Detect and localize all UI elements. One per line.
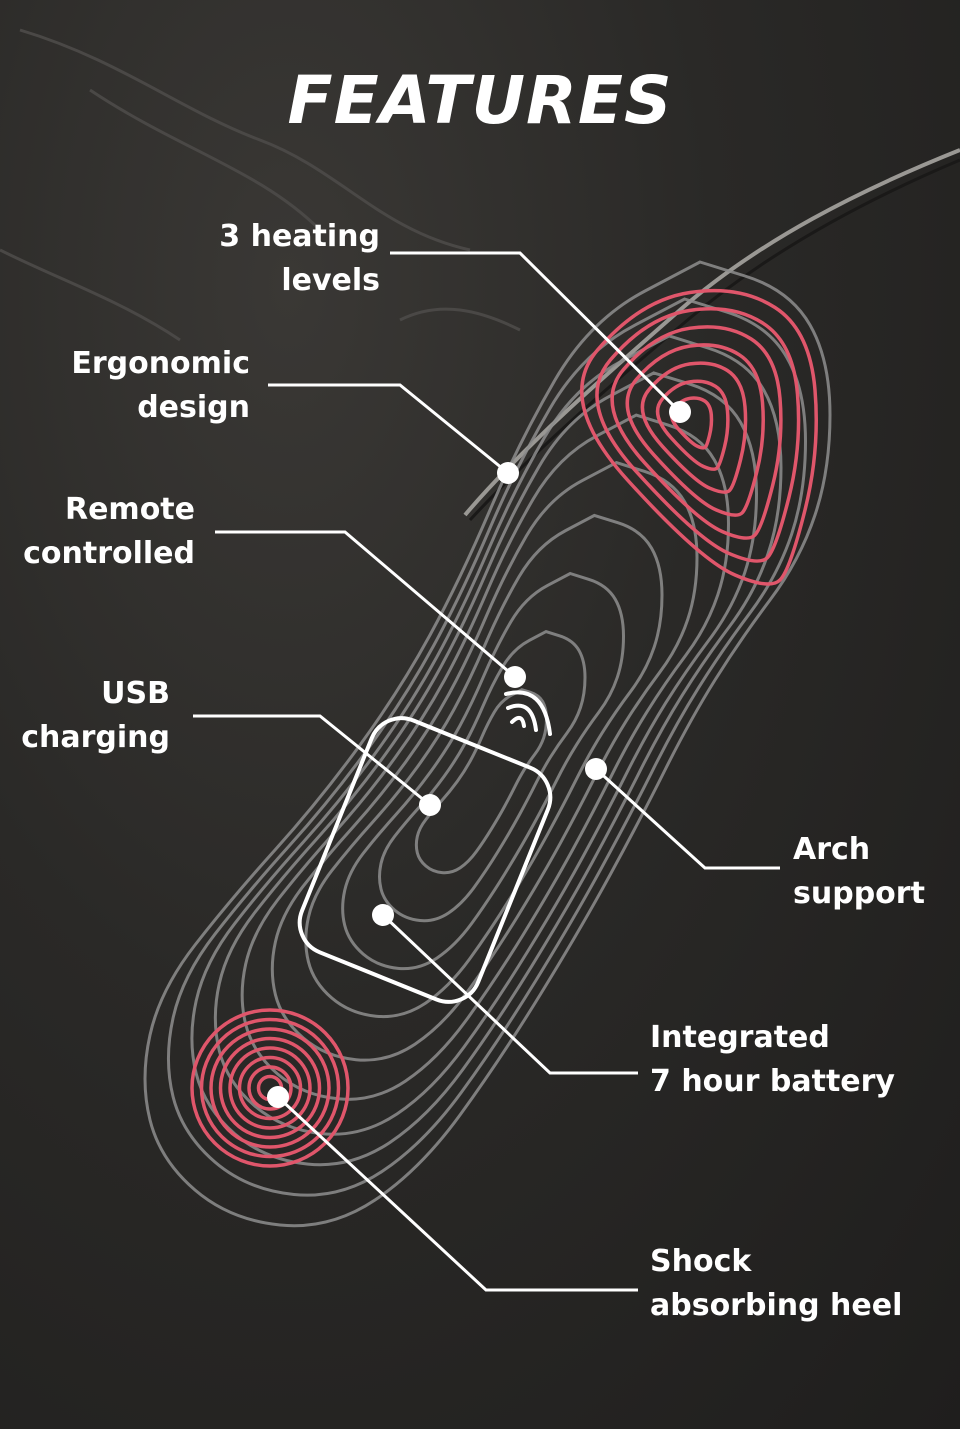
- forefoot-heat-ring: [625, 343, 765, 517]
- forefoot-heat-ring: [610, 325, 783, 540]
- label-line: Remote: [64, 492, 195, 527]
- label-line: Arch: [793, 832, 871, 867]
- heel-heat-ring: [190, 1008, 350, 1168]
- label-arch-support: Arch support: [793, 828, 925, 916]
- label-line: design: [137, 390, 250, 425]
- forefoot-heat-ring: [580, 288, 818, 586]
- contour-ring: [240, 413, 731, 1101]
- dot-ergonomic: [497, 462, 519, 484]
- label-heating-levels: 3 heating levels: [219, 215, 380, 303]
- label-line: Integrated: [650, 1020, 830, 1055]
- label-line: controlled: [23, 536, 195, 571]
- heel-heating-rings: [190, 1008, 350, 1168]
- callout-line-heel: [276, 1095, 638, 1292]
- heel-heat-ring: [209, 1027, 331, 1149]
- label-ergonomic-design: Ergonomic design: [71, 342, 250, 430]
- label-line: absorbing heel: [650, 1288, 903, 1323]
- page-title: FEATURES: [287, 62, 673, 139]
- contour-ring: [213, 371, 759, 1136]
- insole-contours: [143, 260, 832, 1228]
- callout-line-remote: [215, 530, 516, 679]
- dot-heating: [669, 401, 691, 423]
- label-line: Ergonomic: [71, 346, 250, 381]
- callout-dots: [267, 401, 691, 1108]
- dot-remote: [504, 666, 526, 688]
- contour-ring: [414, 688, 549, 875]
- battery-outline: [297, 716, 553, 1004]
- callout-lines: [193, 251, 780, 1292]
- heel-heat-ring: [199, 1017, 341, 1159]
- dot-heel: [267, 1086, 289, 1108]
- callout-line-usb: [193, 714, 431, 807]
- heel-heat-ring: [228, 1046, 312, 1130]
- surface-cracks: [0, 28, 521, 342]
- dot-battery: [372, 904, 394, 926]
- dot-arch: [585, 758, 607, 780]
- forefoot-heating-rings: [580, 288, 818, 586]
- contour-ring: [270, 460, 699, 1062]
- contour-ring: [167, 297, 808, 1197]
- wireless-signal-icon: [504, 690, 552, 736]
- label-line: support: [793, 876, 925, 911]
- heel-heat-ring: [247, 1065, 293, 1111]
- label-usb-charging: USB charging: [21, 672, 170, 760]
- label-line: 7 hour battery: [650, 1064, 895, 1099]
- contour-ring: [378, 629, 587, 923]
- heel-heat-ring: [237, 1055, 303, 1121]
- callout-line-ergonomic: [268, 383, 509, 475]
- callout-line-battery: [381, 913, 638, 1075]
- contour-ring: [190, 334, 783, 1167]
- label-line: USB: [101, 676, 170, 711]
- contour-ring: [143, 260, 832, 1228]
- label-remote-controlled: Remote controlled: [23, 488, 195, 576]
- label-line: charging: [21, 720, 170, 755]
- contour-ring: [341, 571, 626, 971]
- label-battery: Integrated 7 hour battery: [650, 1016, 895, 1104]
- label-shock-heel: Shock absorbing heel: [650, 1240, 902, 1328]
- callout-line-arch: [594, 767, 780, 870]
- contour-ring: [304, 513, 664, 1019]
- callout-line-heating: [390, 251, 682, 414]
- heel-heat-ring: [218, 1036, 322, 1140]
- label-line: Shock: [650, 1244, 752, 1279]
- forefoot-heat-ring: [655, 379, 730, 471]
- forefoot-heat-ring: [640, 361, 748, 494]
- dot-usb: [419, 794, 441, 816]
- label-line: levels: [281, 263, 380, 298]
- label-line: 3 heating: [219, 219, 380, 254]
